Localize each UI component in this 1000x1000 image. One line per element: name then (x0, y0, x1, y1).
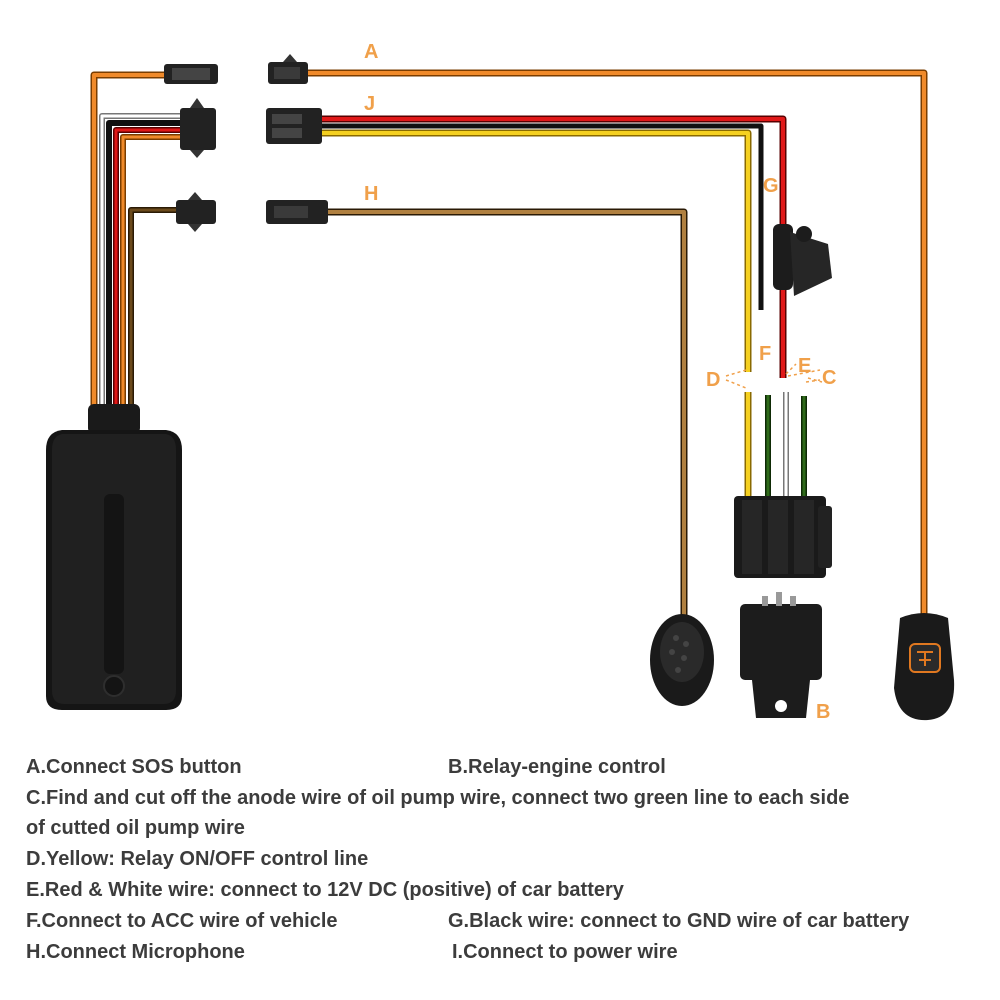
sos-button (894, 613, 955, 721)
connector-a-left (164, 64, 218, 84)
connector-j-left (180, 98, 216, 158)
connector-j-right (266, 108, 322, 144)
wire-red (322, 115, 787, 378)
legend-f: F.Connect to ACC wire of vehicle (26, 910, 338, 932)
legend-a: A.Connect SOS button (26, 756, 242, 778)
legend-c-line2: of cutted oil pump wire (26, 817, 245, 839)
wire-bundle-j (99, 113, 180, 410)
label-h: H (364, 183, 378, 205)
wire-h-brown (326, 208, 688, 618)
wires (90, 69, 928, 618)
legend-d: D.Yellow: Relay ON/OFF control line (26, 848, 369, 870)
wiring-diagram: A J H G F D E C B (46, 41, 955, 723)
connector-a-right (268, 54, 308, 84)
wire-h-brown-device (128, 207, 178, 410)
microphone (650, 614, 714, 706)
relay-b (740, 592, 822, 718)
label-d: D (706, 369, 720, 391)
legend-h: H.Connect Microphone (26, 941, 245, 963)
label-g: G (763, 175, 779, 197)
wire-a-orange (90, 69, 928, 618)
diagram-labels: A J H G F D E C B (364, 41, 836, 723)
label-a: A (364, 41, 378, 63)
label-f: F (759, 343, 771, 365)
fuse-holder (773, 224, 832, 296)
connector-h-left (176, 192, 216, 232)
label-j: J (364, 93, 375, 115)
indicator-lines (725, 363, 823, 389)
relay-wires (765, 392, 807, 498)
legend-c-line1: C.Find and cut off the anode wire of oil… (26, 787, 850, 809)
wire-yellow (322, 129, 752, 498)
legend-b: B.Relay-engine control (448, 756, 666, 778)
legend-g: G.Black wire: connect to GND wire of car… (448, 910, 910, 932)
label-c: C (822, 367, 836, 389)
relay-socket (734, 496, 832, 578)
gps-tracker-device (46, 404, 182, 710)
legend-e: E.Red & White wire: connect to 12V DC (p… (26, 879, 624, 901)
label-b: B (816, 701, 830, 723)
label-e: E (798, 355, 811, 377)
legend-i: I.Connect to power wire (452, 941, 678, 963)
wire-black (322, 123, 764, 310)
connectors (164, 54, 832, 296)
connector-h-right (266, 200, 328, 224)
